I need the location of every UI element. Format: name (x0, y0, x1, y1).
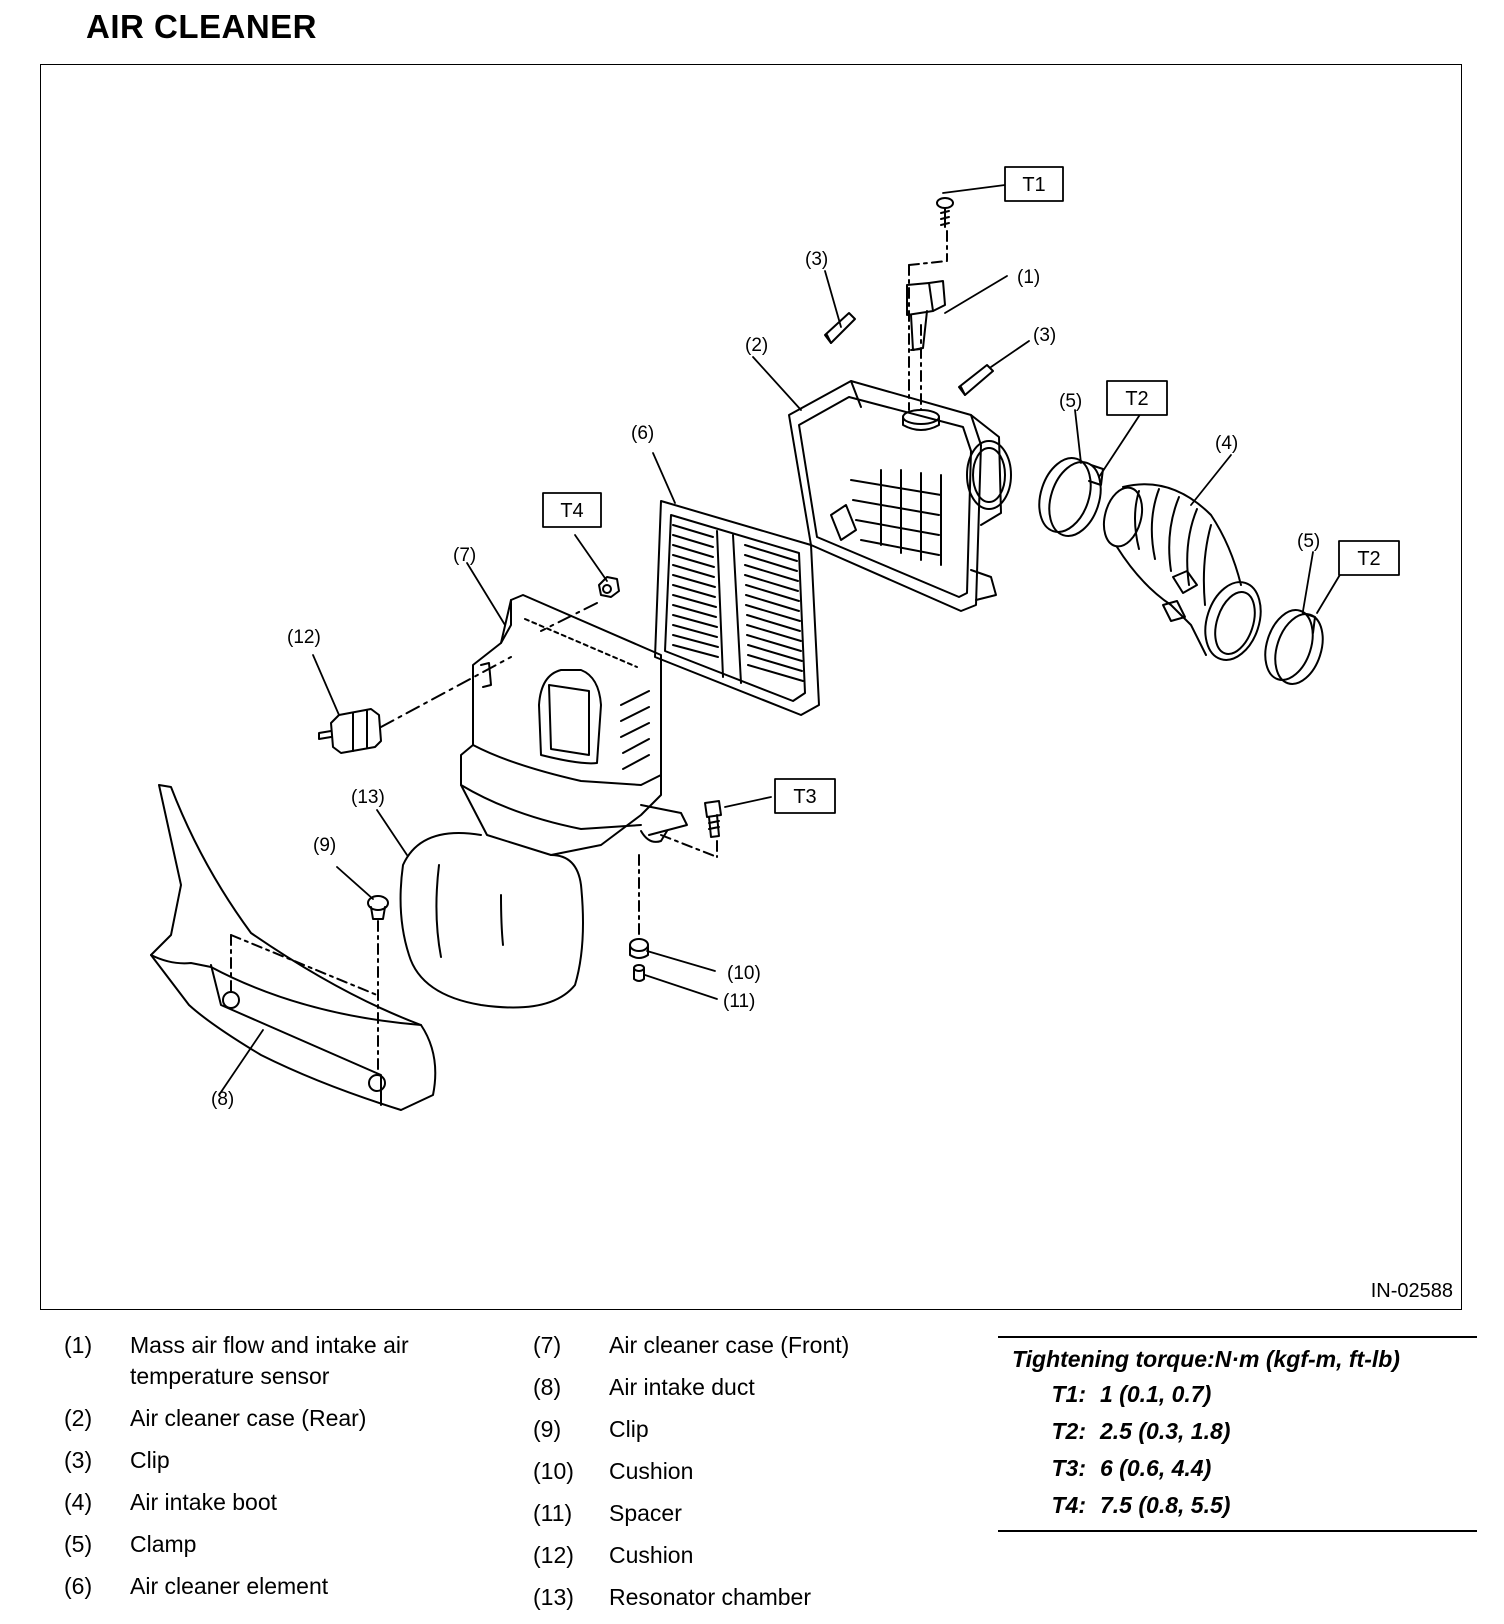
part-air-cleaner-element (654, 500, 820, 716)
legend-item: (6) Air cleaner element (64, 1573, 329, 1599)
callout-4: (4) (1215, 433, 1238, 454)
callout-3-right: (3) (1033, 325, 1056, 346)
torque-row: T4: 7.5 (0.8, 5.5) (1051, 1492, 1231, 1518)
svg-text:T2: T2 (1125, 388, 1148, 410)
legend-item: (1) Mass air flow and intake air tempera… (64, 1332, 409, 1389)
torque-box-t4: T4 (542, 492, 602, 528)
legend-item: (11) Spacer (533, 1500, 682, 1526)
exploded-view-diagram: T1 T2 T2 T3 T4 (1) (2) (3) (3) (4) (5) (… (150, 166, 1400, 1111)
exploded-diagram-frame: T1 T2 T2 T3 T4 (1) (2) (3) (3) (4) (5) (… (40, 64, 1462, 1310)
legend-item: (7) Air cleaner case (Front) (533, 1332, 850, 1358)
page-title: AIR CLEANER (86, 8, 318, 45)
part-screw-t1 (936, 197, 954, 261)
legend-item: (13) Resonator chamber (533, 1584, 811, 1610)
svg-text:T2: T2 (1357, 548, 1380, 570)
part-bolt-t3 (660, 800, 722, 858)
part-cushion-12 (318, 656, 512, 754)
legend-item: (4) Air intake boot (64, 1489, 278, 1515)
legend-item: (12) Cushion (533, 1542, 694, 1568)
legend-item: (3) Clip (64, 1447, 170, 1473)
torque-box-t2-upper: T2 (1106, 380, 1168, 416)
callout-8: (8) (211, 1089, 234, 1110)
part-nut-t4 (540, 576, 620, 632)
callout-1: (1) (1017, 267, 1040, 288)
torque-box-t2-lower: T2 (1338, 540, 1400, 576)
torque-table-heading: Tightening torque:N·m (kgf-m, ft-lb) (1012, 1346, 1400, 1372)
torque-row: T3: 6 (0.6, 4.4) (1051, 1455, 1212, 1481)
callout-2: (2) (745, 335, 768, 356)
legend-item: (8) Air intake duct (533, 1374, 755, 1400)
part-spacer-11 (633, 964, 645, 982)
callout-10: (10) (727, 963, 761, 984)
legend-item: (10) Cushion (533, 1458, 694, 1484)
legend-item: (2) Air cleaner case (Rear) (64, 1405, 367, 1431)
part-clamp-lower (1264, 609, 1324, 685)
part-clip-9 (367, 895, 389, 1076)
svg-text:T3: T3 (793, 786, 816, 808)
callout-11: (11) (723, 991, 755, 1012)
torque-box-t3: T3 (774, 778, 836, 814)
callout-6: (6) (631, 423, 654, 444)
torque-row: T1: 1 (0.1, 0.7) (1051, 1381, 1212, 1407)
part-clamp-upper (1038, 457, 1104, 537)
part-air-cleaner-case-front (460, 594, 688, 856)
part-resonator-chamber (399, 832, 584, 1009)
callout-5-upper: (5) (1059, 391, 1082, 412)
part-air-cleaner-case-rear (788, 380, 1012, 612)
part-clip-upper (824, 312, 856, 344)
part-mass-air-flow-sensor (902, 260, 948, 431)
part-clip-right (958, 364, 994, 396)
legend-item: (5) Clamp (64, 1531, 197, 1557)
part-cushion-10 (629, 854, 649, 959)
callout-13: (13) (351, 787, 385, 808)
legend-item: (9) Clip (533, 1416, 649, 1442)
callout-7: (7) (453, 545, 476, 566)
callout-3-upper: (3) (805, 249, 828, 270)
callout-5-lower: (5) (1297, 531, 1320, 552)
svg-text:T1: T1 (1022, 174, 1045, 196)
torque-row: T2: 2.5 (0.3, 1.8) (1051, 1418, 1231, 1444)
leader-lines (218, 184, 1342, 1096)
torque-table: Tightening torque:N·m (kgf-m, ft-lb) T1:… (998, 1336, 1477, 1532)
legend-column-1: (1) Mass air flow and intake air tempera… (64, 1330, 460, 1613)
part-air-intake-duct (150, 784, 437, 1111)
callout-labels: (1) (2) (3) (3) (4) (5) (5) (6) (7) (8) … (211, 249, 1320, 1110)
callout-12: (12) (287, 627, 321, 648)
callout-9: (9) (313, 835, 336, 856)
svg-text:T4: T4 (560, 500, 583, 522)
torque-box-t1: T1 (1004, 166, 1064, 202)
legend-column-2: (7) Air cleaner case (Front) (8) Air int… (533, 1330, 939, 1624)
part-air-intake-boot (1102, 483, 1262, 661)
figure-id: IN-02588 (1370, 1280, 1453, 1302)
